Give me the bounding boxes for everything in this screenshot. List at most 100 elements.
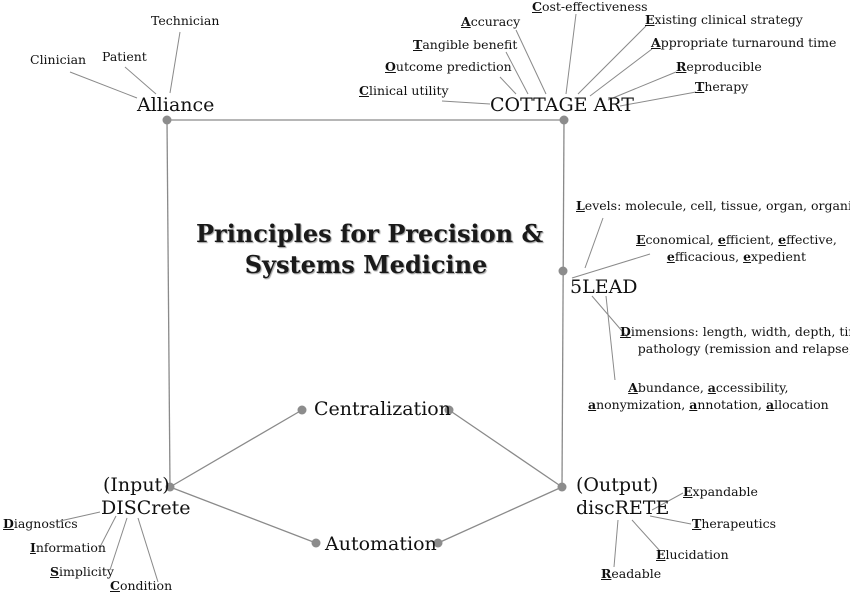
spoke-existing-clinical: [577, 25, 647, 95]
rest: herapeutics: [701, 516, 777, 531]
frame-lines: [166, 119, 565, 544]
initial: T: [413, 37, 423, 52]
rest: utcome prediction: [395, 59, 512, 74]
rest: ffective,: [786, 232, 837, 247]
item-expandable: Expandable: [683, 484, 758, 499]
dot-centralization-left: [297, 405, 307, 415]
item-abundance: Abundance, accessibility, anonymization,…: [588, 379, 829, 413]
item-accuracy: Accuracy: [461, 14, 521, 29]
initial: A: [461, 14, 471, 29]
item-dimensions: Dimensions: length, width, depth, time, …: [620, 323, 850, 357]
junction-dots: [162, 115, 569, 548]
item-reproducible: Reproducible: [676, 59, 762, 74]
initial: S: [50, 564, 60, 579]
initial: D: [3, 516, 14, 531]
initial: E: [656, 547, 666, 562]
rest: ccuracy: [470, 14, 521, 29]
spoke-clinical-utility: [441, 100, 491, 105]
initial: L: [576, 198, 585, 213]
initial: a: [766, 397, 775, 412]
rest: bundance,: [637, 380, 708, 395]
title-line-2: Systems Medicine: [244, 250, 488, 279]
dot-output: [557, 482, 567, 492]
title-line-1: Principles for Precision &: [196, 219, 544, 248]
spoke-outcome-prediction: [499, 76, 517, 95]
rest: nonymization,: [596, 397, 690, 412]
spoke-readable: [613, 519, 619, 568]
dot-automation-right: [433, 538, 443, 548]
rest: herapy: [704, 79, 749, 94]
item-condition: Condition: [110, 579, 172, 593]
rest: eadable: [611, 566, 662, 581]
dot-alliance: [162, 115, 172, 125]
rest: nnotation,: [697, 397, 766, 412]
economical-line-1: Economical, efficient, effective,: [636, 231, 837, 248]
spoke-technician: [169, 31, 181, 94]
rest: fficient,: [725, 232, 779, 247]
dimensions-line-1: Dimensions: length, width, depth, time,: [620, 323, 850, 340]
initial: T: [695, 79, 705, 94]
node-automation: Automation: [325, 533, 437, 555]
item-information: Information: [30, 540, 106, 555]
rest: ppropriate turnaround time: [660, 35, 837, 50]
edge-cottage-output: [561, 119, 565, 488]
spoke-lines: [59, 13, 697, 583]
item-elucidation: Elucidation: [656, 547, 729, 562]
node-centralization: Centralization: [314, 398, 451, 420]
item-clinical-utility: Clinical utility: [359, 84, 449, 98]
node-input-label: (Input): [103, 474, 170, 496]
spoke-accuracy: [515, 29, 547, 95]
initial: A: [651, 35, 661, 50]
rest: conomical,: [645, 232, 718, 247]
item-simplicity: Simplicity: [50, 564, 114, 579]
spoke-condition: [137, 517, 159, 583]
node-discrete-output: discRETE: [576, 497, 670, 519]
spoke-appropriate-turnaround: [589, 48, 653, 97]
rest: imensions: length, width, depth, time,: [630, 324, 850, 339]
spoke-levels: [584, 217, 604, 269]
rest: xpandable: [692, 484, 758, 499]
spoke-therapeutics: [649, 515, 692, 525]
item-cost-effectiveness: Cost-effectiveness: [532, 0, 648, 14]
node-alliance: Alliance: [137, 94, 215, 116]
initial: e: [743, 249, 752, 264]
initial: I: [30, 540, 36, 555]
spoke-patient: [124, 66, 157, 95]
initial: a: [588, 397, 597, 412]
rest: lucidation: [665, 547, 729, 562]
dimensions-line-2: pathology (remission and relapse): [637, 341, 850, 356]
abundance-line-2: anonymization, annotation, allocation: [588, 396, 829, 413]
node-5lead: 5LEAD: [570, 276, 638, 298]
initial: e: [666, 249, 675, 264]
spoke-tangible-benefit: [505, 51, 529, 95]
edge-alliance-input: [166, 119, 171, 488]
initial: R: [676, 59, 687, 74]
initial: e: [778, 232, 787, 247]
edge-input-centralization: [169, 409, 303, 488]
initial: C: [532, 0, 542, 14]
initial: T: [692, 516, 702, 531]
spoke-abundance: [605, 295, 616, 381]
rest: ccessibility,: [715, 380, 789, 395]
spoke-economical: [571, 253, 651, 279]
spoke-dimensions: [591, 295, 629, 339]
rest: xisting clinical strategy: [654, 12, 803, 27]
spoke-diagnostics: [59, 511, 101, 522]
item-clinician: Clinician: [30, 52, 87, 67]
spoke-reproducible: [607, 71, 677, 101]
node-discrete-input: DISCrete: [101, 497, 191, 519]
edge-automation-output: [437, 486, 563, 544]
initial: a: [689, 397, 698, 412]
item-levels: Levels: molecule, cell, tissue, organ, o…: [576, 198, 850, 213]
rest: evels: molecule, cell, tissue, organ, or…: [584, 198, 850, 213]
dot-input: [165, 482, 175, 492]
node-cottage-art: COTTAGE ART: [490, 94, 634, 116]
spoke-expandable: [651, 492, 684, 511]
rest: angible benefit: [422, 37, 518, 52]
rest: llocation: [774, 397, 829, 412]
initial: A: [628, 380, 638, 395]
rest: ost-effectiveness: [541, 0, 648, 14]
item-diagnostics: Diagnostics: [3, 516, 78, 531]
item-therapy: Therapy: [695, 79, 749, 94]
